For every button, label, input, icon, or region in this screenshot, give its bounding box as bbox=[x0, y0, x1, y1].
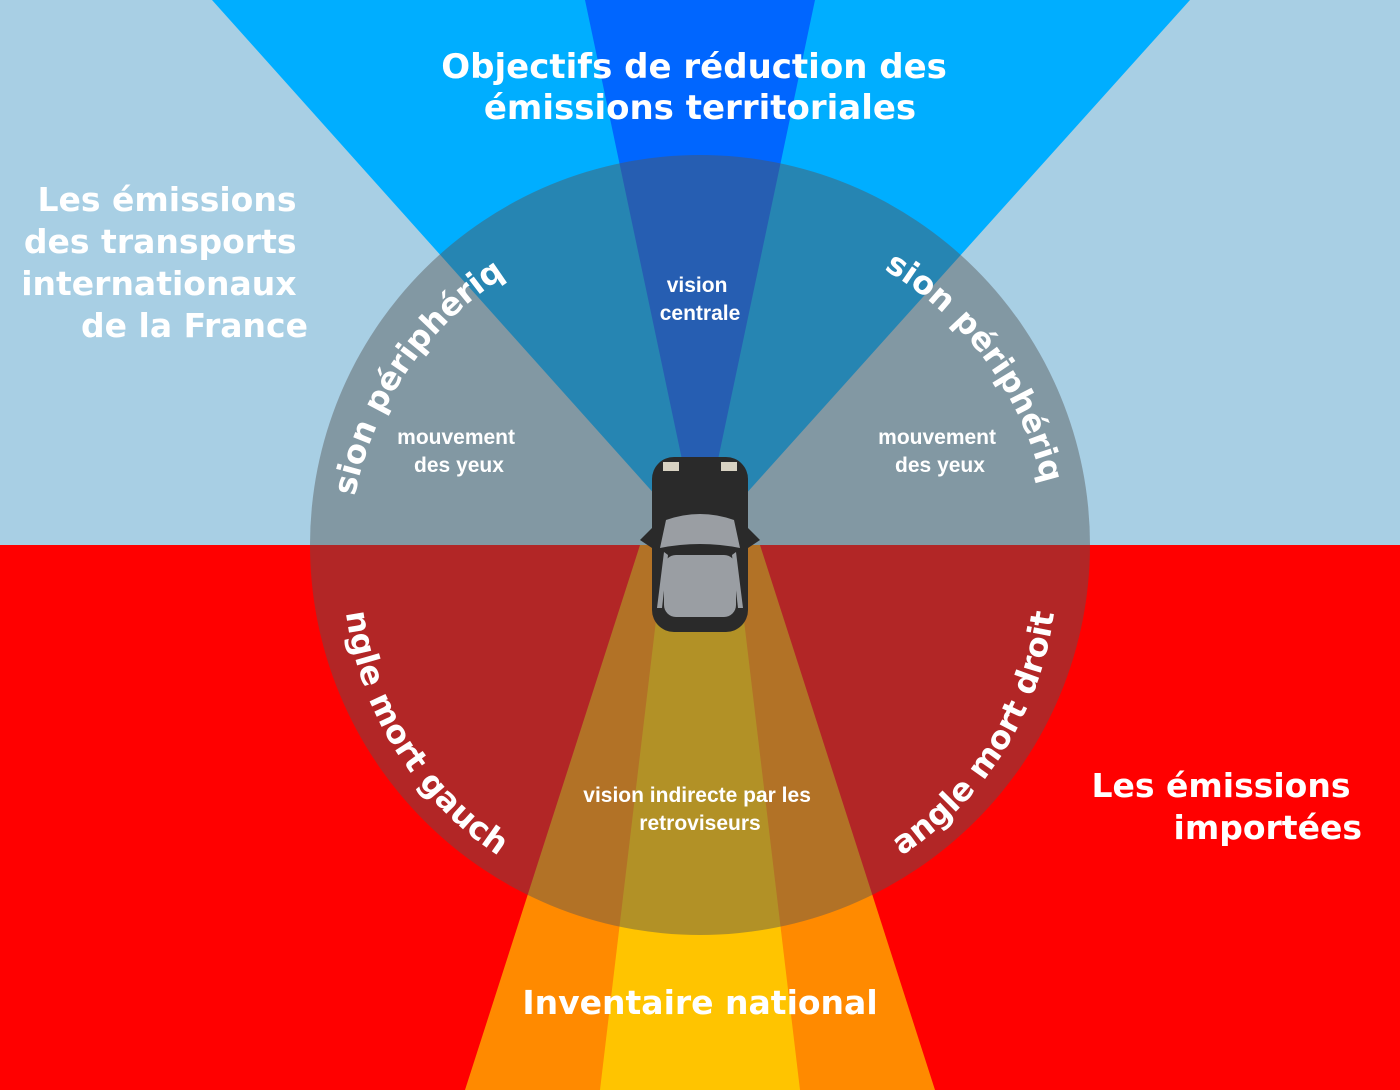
car-top-view-icon bbox=[640, 457, 760, 632]
heading-top: Objectifs de réduction des émissions ter… bbox=[441, 47, 958, 128]
narrow-central-cone bbox=[585, 0, 815, 545]
zone-mirror-vision: vision indirecte par les retroviseurs bbox=[583, 784, 816, 835]
zone-eye-movement-left: mouvement des yeux bbox=[397, 426, 521, 477]
rear-yellow-cone bbox=[600, 545, 800, 1090]
zone-eye-movement-right: mouvement des yeux bbox=[878, 426, 1002, 477]
heading-left: Les émissions des transports internation… bbox=[21, 180, 308, 345]
zone-central-vision: vision centrale bbox=[660, 274, 741, 325]
heading-right: Les émissions importées bbox=[1091, 766, 1362, 847]
heading-bottom: Inventaire national bbox=[522, 983, 877, 1022]
